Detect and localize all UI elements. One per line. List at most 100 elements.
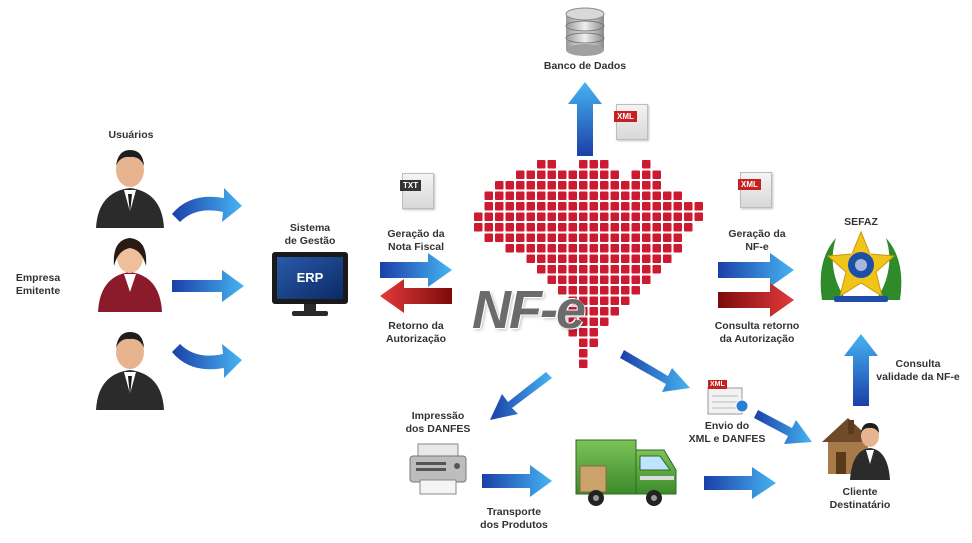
map-cell [484, 223, 493, 232]
map-cell [579, 212, 588, 221]
map-cell [673, 223, 682, 232]
map-cell [568, 191, 577, 200]
geracao-nota-label: Geração da Nota Fiscal [387, 228, 445, 253]
map-cell [631, 191, 640, 200]
map-cell [652, 191, 661, 200]
map-cell [537, 244, 546, 253]
map-cell [495, 181, 504, 190]
map-cell [516, 223, 525, 232]
map-cell [526, 254, 535, 263]
map-cell [600, 275, 609, 284]
map-cell [621, 254, 630, 263]
map-cell [610, 296, 619, 305]
transporte-produtos-label: Transporte dos Produtos [480, 506, 548, 531]
map-cell [589, 202, 598, 211]
map-cell [589, 317, 598, 326]
map-cell [600, 286, 609, 295]
map-cell [516, 170, 525, 179]
printer-icon [409, 443, 467, 495]
map-cell [579, 307, 588, 316]
map-cell [642, 202, 651, 211]
arrow-user-top [172, 188, 242, 222]
map-cell [558, 170, 567, 179]
map-cell [579, 317, 588, 326]
map-cell [610, 212, 619, 221]
map-cell [600, 307, 609, 316]
map-cell [652, 233, 661, 242]
user-man-top-icon [96, 150, 164, 228]
map-cell [600, 160, 609, 169]
map-cell [610, 244, 619, 253]
map-cell [558, 286, 567, 295]
map-cell [579, 223, 588, 232]
map-cell [642, 212, 651, 221]
map-cell [579, 233, 588, 242]
arrow-truck-to-cliente [704, 467, 776, 499]
map-cell [642, 191, 651, 200]
map-cell [484, 212, 493, 221]
map-cell [547, 223, 556, 232]
map-cell [652, 212, 661, 221]
map-cell [652, 265, 661, 274]
arrow-to-transporte [482, 465, 552, 497]
map-cell [547, 244, 556, 253]
map-cell [568, 181, 577, 190]
map-cell [610, 202, 619, 211]
map-cell [484, 233, 493, 242]
map-cell [568, 286, 577, 295]
map-cell [652, 202, 661, 211]
map-cell [579, 160, 588, 169]
map-cell [579, 349, 588, 358]
map-cell [642, 181, 651, 190]
map-cell [547, 170, 556, 179]
map-cell [663, 244, 672, 253]
map-cell [631, 181, 640, 190]
map-cell [526, 244, 535, 253]
map-cell [547, 212, 556, 221]
map-cell [568, 254, 577, 263]
map-cell [600, 254, 609, 263]
envio-documents-icon [707, 387, 749, 415]
map-cell [558, 275, 567, 284]
map-cell [589, 244, 598, 253]
map-cell [579, 286, 588, 295]
map-cell [589, 254, 598, 263]
map-cell [505, 202, 514, 211]
map-cell [558, 202, 567, 211]
map-cell [526, 223, 535, 232]
map-cell [505, 191, 514, 200]
map-cell [600, 233, 609, 242]
map-cell [642, 223, 651, 232]
map-cell [610, 254, 619, 263]
erp-monitor-icon [272, 252, 348, 316]
impressao-danfes-label: Impressão dos DANFES [405, 410, 471, 435]
map-cell [642, 233, 651, 242]
map-cell [631, 170, 640, 179]
map-cell [631, 212, 640, 221]
map-cell [621, 286, 630, 295]
map-cell [610, 191, 619, 200]
map-cell [568, 202, 577, 211]
map-cell [610, 275, 619, 284]
map-cell [621, 191, 630, 200]
map-cell [474, 223, 483, 232]
map-cell [642, 244, 651, 253]
map-cell [558, 212, 567, 221]
cliente-person-icon [850, 423, 890, 480]
map-cell [495, 212, 504, 221]
retorno-autorizacao-label: Retorno da Autorização [385, 320, 447, 345]
map-cell [589, 286, 598, 295]
map-cell [516, 181, 525, 190]
map-cell [631, 275, 640, 284]
sefaz-emblem-icon [820, 230, 902, 302]
map-cell [610, 170, 619, 179]
map-cell [600, 170, 609, 179]
map-cell [516, 233, 525, 242]
map-cell [652, 181, 661, 190]
map-cell [558, 244, 567, 253]
map-cell [579, 359, 588, 368]
map-cell [579, 202, 588, 211]
txt-document-icon: TXT [400, 173, 434, 209]
map-cell [526, 202, 535, 211]
map-cell [537, 160, 546, 169]
